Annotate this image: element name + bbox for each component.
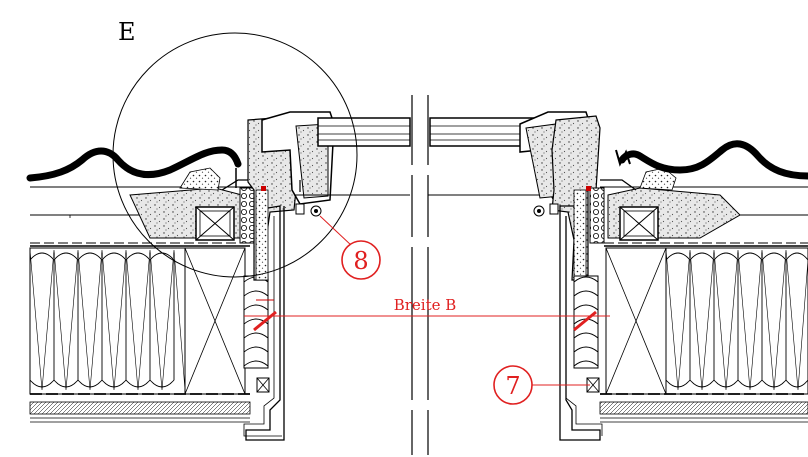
left-side — [26, 146, 260, 423]
sealant-mark-right — [573, 310, 597, 332]
callout-7-bubble — [493, 365, 533, 405]
right-side — [599, 140, 808, 423]
insulation-left — [29, 247, 186, 395]
ceiling-board-right — [599, 401, 808, 415]
insulation-right — [665, 247, 808, 395]
detail-label-e: E — [118, 18, 136, 46]
left-frame — [239, 111, 411, 441]
seal-strip-left — [239, 187, 255, 244]
callout-7-label: 7 — [505, 372, 520, 400]
ceiling-board-left — [29, 401, 251, 415]
callout-8-label: 8 — [353, 247, 368, 275]
glazing-left — [317, 117, 411, 147]
lining-panel-left — [245, 205, 285, 441]
right-frame — [428, 111, 605, 441]
lining-panel-right — [559, 205, 601, 441]
break-lines — [411, 95, 429, 455]
detail-circle-e — [112, 32, 358, 278]
seal-strip-right — [589, 187, 605, 244]
callout-8-bubble — [341, 240, 381, 280]
roof-tile-right — [618, 140, 808, 180]
sealant-mark-left — [253, 310, 277, 332]
roof-tile-left — [26, 146, 242, 182]
callout-8-leader — [319, 215, 353, 247]
dimension-label-width: Breite B — [394, 296, 457, 314]
